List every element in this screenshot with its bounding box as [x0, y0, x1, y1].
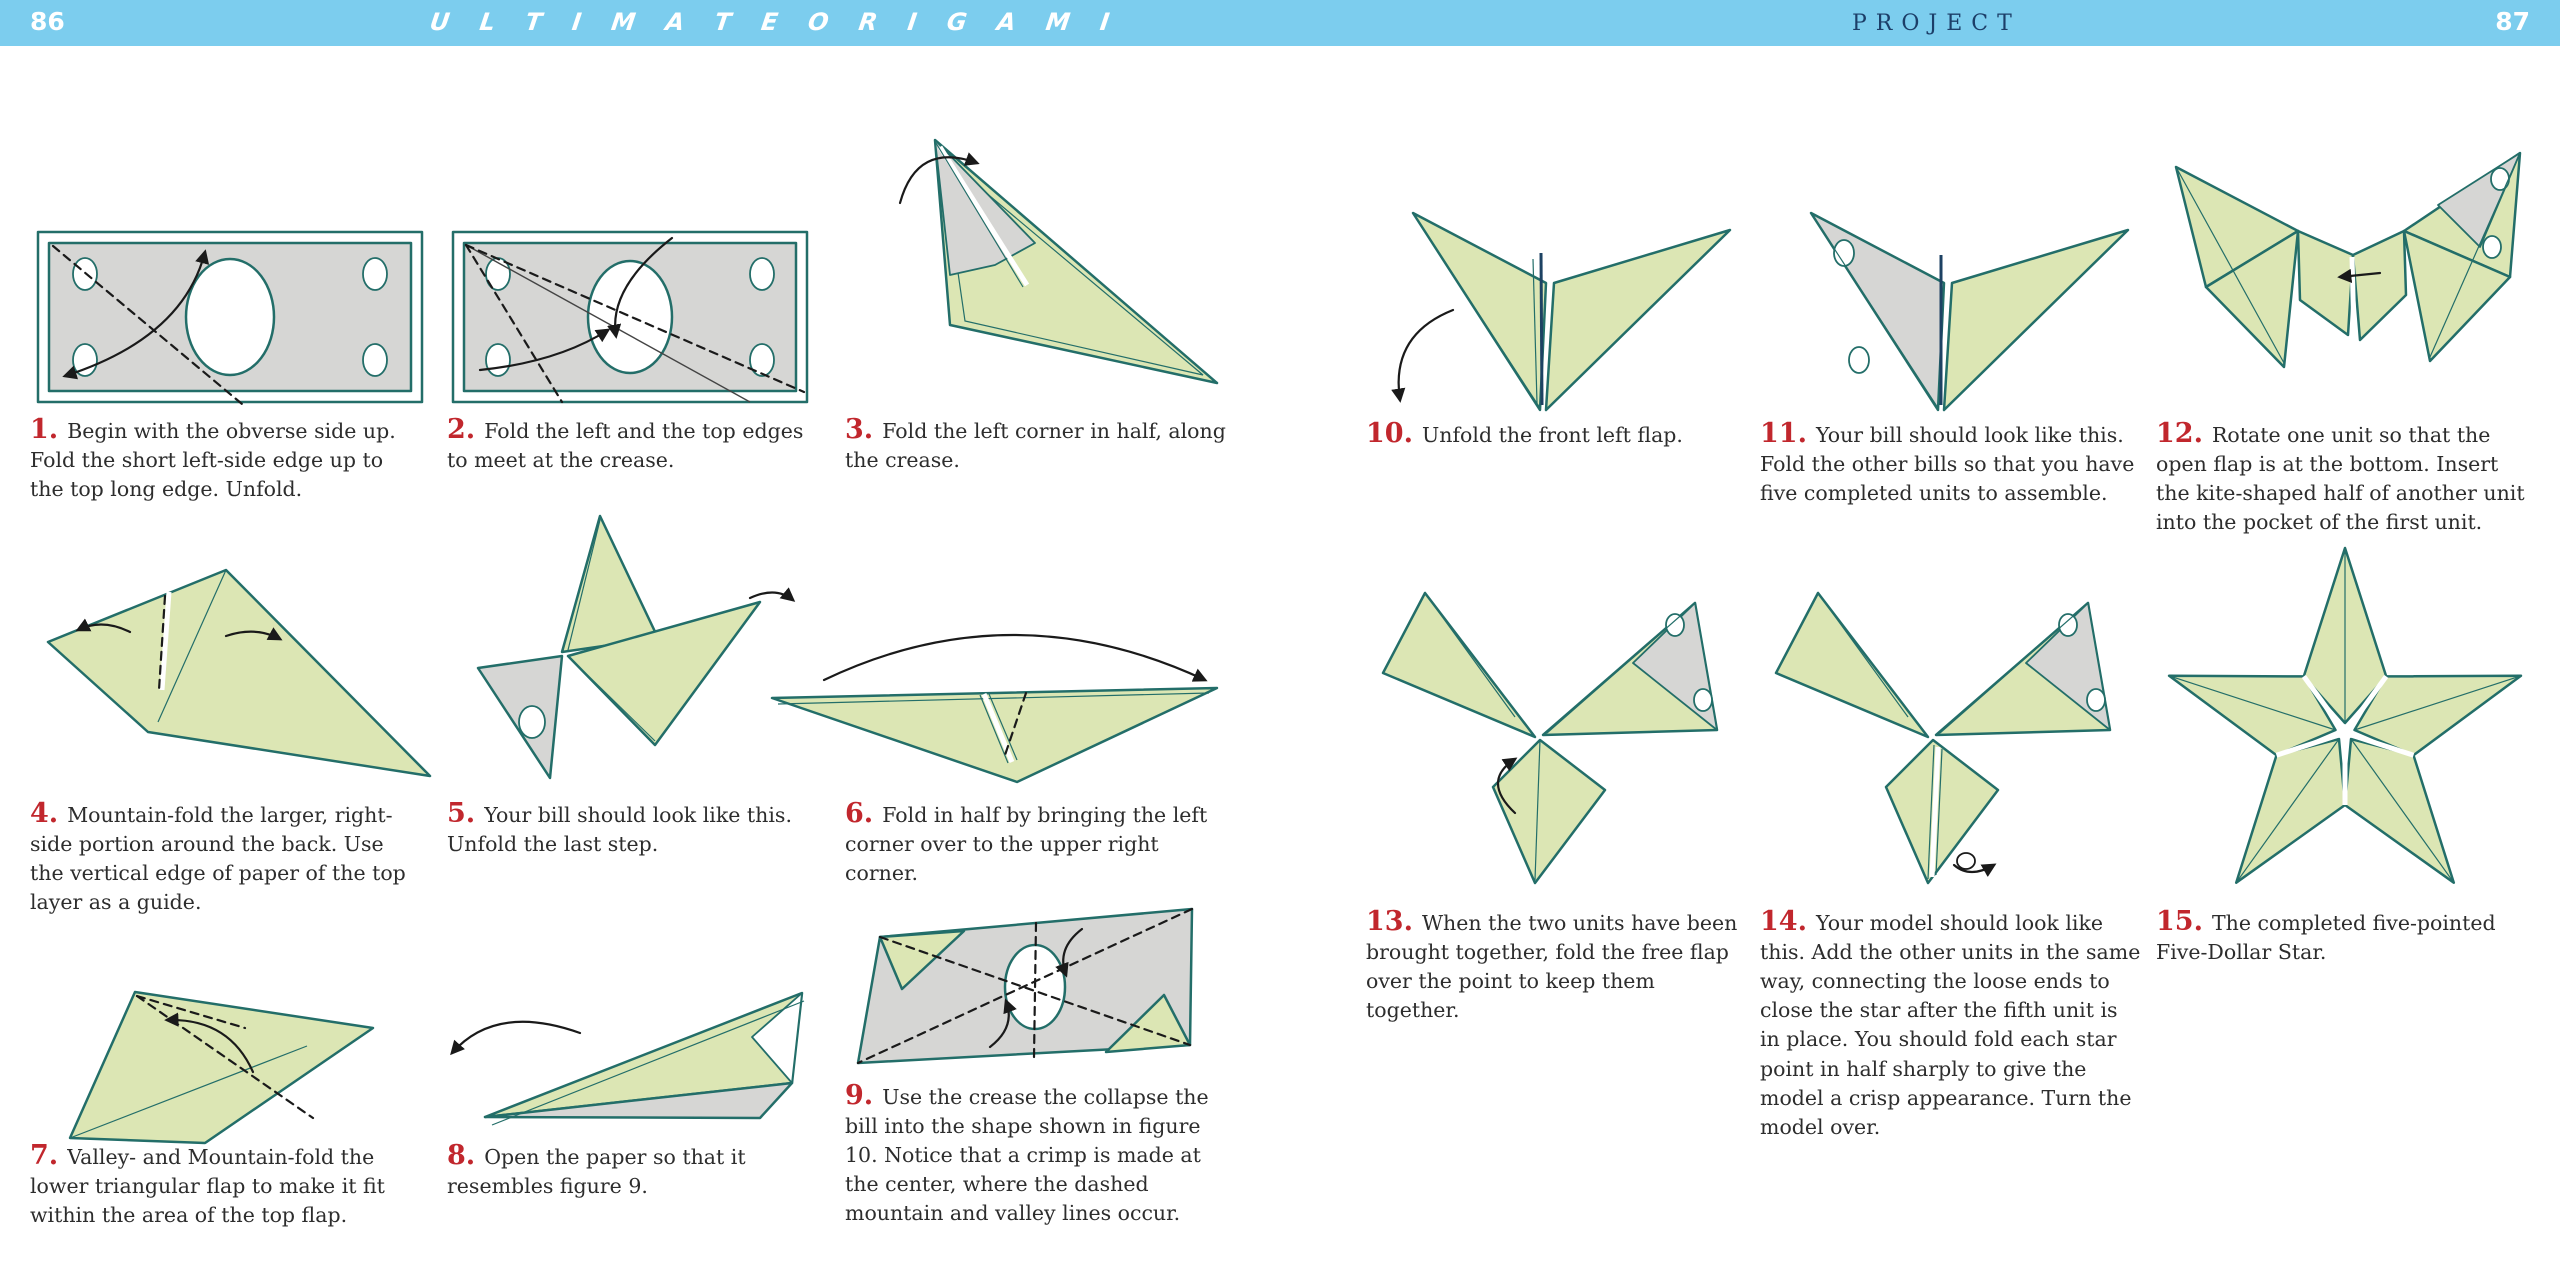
step-15-caption: 15.The completed five-pointed Five-Dolla… — [2156, 908, 2538, 967]
step-4-caption: 4.Mountain-fold the larger, right-side p… — [30, 800, 412, 917]
step-9-number: 9. — [845, 1080, 874, 1111]
step-12-number: 12. — [2156, 418, 2203, 449]
step-6-diagram — [770, 634, 1219, 784]
step-3-caption: 3.Fold the left corner in half, along th… — [845, 416, 1227, 475]
step-9-diagram — [856, 907, 1194, 1065]
step-1-caption: 1.Begin with the obverse side up. Fold t… — [30, 416, 412, 504]
step-8-diagram — [450, 991, 805, 1126]
step-15-diagram — [2167, 546, 2523, 884]
step-7-diagram — [68, 990, 375, 1145]
step-5-diagram — [476, 514, 796, 780]
step-12-diagram — [2174, 151, 2522, 369]
step-7-caption: 7.Valley- and Mountain-fold the lower tr… — [30, 1142, 412, 1230]
step-7-number: 7. — [30, 1140, 59, 1171]
step-11-text: Your bill should look like this. Fold th… — [1760, 423, 2135, 506]
step-10-number: 10. — [1366, 418, 1413, 449]
step-4-text: Mountain-fold the larger, right-side por… — [30, 803, 406, 915]
step-2-caption: 2.Fold the left and the top edges to mee… — [447, 416, 829, 475]
book-title: U L T I M A T E O R I G A M I — [428, 8, 1123, 36]
step-1-number: 1. — [30, 414, 59, 445]
step-15-text: The completed five-pointed Five-Dollar S… — [2156, 911, 2496, 965]
step-13-diagram — [1381, 591, 1719, 885]
step-4-number: 4. — [30, 798, 59, 829]
step-1-diagram — [36, 230, 424, 406]
step-13-caption: 13.When the two units have been brought … — [1366, 908, 1748, 1025]
step-13-text: When the two units have been brought tog… — [1366, 911, 1738, 1023]
step-5-number: 5. — [447, 798, 476, 829]
step-8-caption: 8.Open the paper so that it resembles fi… — [447, 1142, 829, 1201]
step-6-text: Fold in half by bringing the left corner… — [845, 803, 1208, 886]
step-10-text: Unfold the front left flap. — [1421, 423, 1683, 447]
step-7-text: Valley- and Mountain-fold the lower tria… — [30, 1145, 385, 1228]
step-12-text: Rotate one unit so that the open flap is… — [2156, 423, 2525, 535]
step-2-number: 2. — [447, 414, 476, 445]
step-3-diagram — [898, 138, 1219, 385]
step-11-caption: 11.Your bill should look like this. Fold… — [1760, 420, 2142, 508]
step-1-text: Begin with the obverse side up. Fold the… — [30, 419, 396, 502]
step-14-number: 14. — [1760, 906, 1807, 937]
section-label: PROJECT — [1852, 11, 2021, 36]
step-11-number: 11. — [1760, 418, 1807, 449]
step-2-diagram — [451, 230, 809, 404]
step-9-caption: 9.Use the crease the collapse the bill i… — [845, 1082, 1227, 1229]
step-2-text: Fold the left and the top edges to meet … — [447, 419, 804, 473]
step-15-number: 15. — [2156, 906, 2203, 937]
step-8-text: Open the paper so that it resembles figu… — [447, 1145, 746, 1199]
step-6-caption: 6.Fold in half by bringing the left corn… — [845, 800, 1227, 888]
step-14-diagram — [1774, 591, 2112, 885]
step-12-caption: 12.Rotate one unit so that the open flap… — [2156, 420, 2538, 537]
step-10-caption: 10. Unfold the front left flap. — [1366, 420, 1748, 450]
step-6-number: 6. — [845, 798, 874, 829]
step-13-number: 13. — [1366, 906, 1413, 937]
right-page-number: 87 — [2495, 7, 2530, 36]
step-3-text: Fold the left corner in half, along the … — [845, 419, 1226, 473]
left-page-number: 86 — [30, 7, 65, 36]
step-9-text: Use the crease the collapse the bill int… — [845, 1085, 1209, 1226]
step-4-diagram — [46, 568, 432, 778]
step-11-diagram — [1809, 211, 2130, 412]
step-8-number: 8. — [447, 1140, 476, 1171]
step-3-number: 3. — [845, 414, 874, 445]
step-10-diagram — [1391, 211, 1732, 412]
header-bar: 86 U L T I M A T E O R I G A M I PROJECT… — [0, 0, 2560, 46]
step-14-text: Your model should look like this. Add th… — [1760, 911, 2141, 1139]
step-14-caption: 14.Your model should look like this. Add… — [1760, 908, 2142, 1142]
step-5-text: Your bill should look like this. Unfold … — [447, 803, 792, 857]
step-5-caption: 5.Your bill should look like this. Unfol… — [447, 800, 829, 859]
